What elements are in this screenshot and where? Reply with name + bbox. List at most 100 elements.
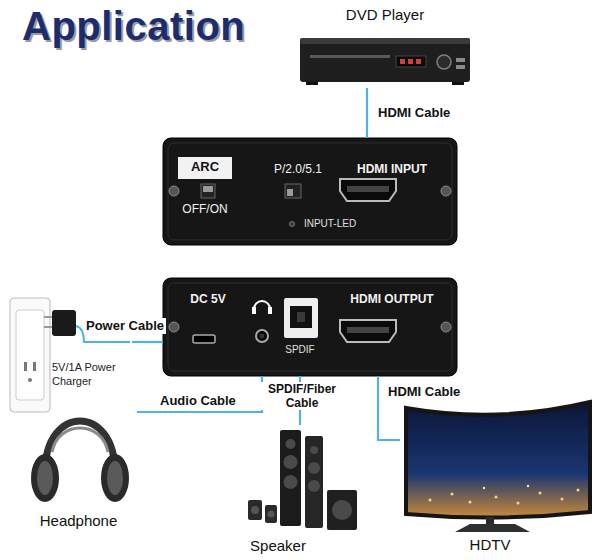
micro-usb-port — [193, 335, 215, 343]
cable-label: SPDIF/Fiber Cable — [258, 382, 346, 410]
dvd-player: DVD Player — [300, 6, 472, 88]
display-digit — [416, 59, 421, 64]
panel-body — [163, 138, 457, 245]
device-label: DVD Player — [300, 6, 470, 24]
speaker-drawing — [248, 430, 357, 530]
city-light — [495, 496, 498, 499]
city-light — [429, 499, 432, 502]
satellite-speaker — [248, 500, 262, 520]
cable-line — [132, 341, 163, 343]
audio-jack — [256, 330, 268, 342]
hdmi-pins — [347, 327, 389, 333]
dvd-button — [456, 65, 465, 69]
dvd-display — [396, 56, 426, 67]
driver — [286, 439, 296, 449]
city-light — [561, 498, 564, 501]
screw — [441, 322, 451, 332]
hdmi-output-panel: DC 5V SPDIF HDMI OUTPUT — [163, 278, 457, 376]
hdmi-port — [340, 179, 396, 201]
input-led — [290, 222, 295, 227]
ear-cup — [101, 454, 129, 502]
driver — [310, 446, 318, 454]
ear-cup — [31, 454, 59, 502]
dvd-knob — [437, 55, 451, 69]
port-label: DC 5V — [173, 291, 243, 307]
led-label: INPUT-LED — [275, 218, 385, 230]
port-label: SPDIF — [269, 344, 331, 356]
ear-grill — [107, 461, 123, 495]
slide-switch — [285, 184, 301, 198]
city-light — [483, 487, 485, 489]
screw — [169, 322, 179, 332]
dvd-player-drawing — [300, 38, 470, 85]
city-light — [527, 485, 529, 487]
city-light — [577, 489, 580, 492]
driver — [251, 506, 259, 514]
driver — [284, 455, 298, 469]
diagram-title: Application — [22, 2, 245, 50]
spdif-port — [284, 298, 318, 338]
input-panel-drawing — [163, 138, 457, 245]
cable-label: Power Cable — [84, 318, 166, 334]
cable-line — [137, 376, 262, 412]
device-label: 5V/1A Power Charger — [52, 360, 130, 388]
port-label: HDMI OUTPUT — [333, 291, 451, 307]
display-digit — [408, 59, 413, 64]
driver — [308, 462, 320, 474]
port-label: HDMI INPUT — [335, 161, 449, 177]
arc-sticker — [178, 157, 232, 179]
switch-knob — [203, 186, 213, 192]
cable-label: HDMI Cable — [386, 384, 462, 400]
subwoofer — [327, 490, 357, 530]
tower-speaker — [280, 430, 301, 526]
device-label: HDTV — [440, 536, 540, 554]
headphone-icon — [268, 307, 272, 314]
city-light — [539, 492, 542, 495]
socket-slot — [33, 362, 36, 371]
driver — [332, 500, 352, 520]
spdif-core — [297, 312, 305, 322]
wall-outlet — [10, 298, 50, 412]
cable-label: HDMI Cable — [376, 105, 452, 121]
socket-ground — [28, 378, 32, 382]
panel-edge — [168, 143, 452, 240]
charger-drawing — [10, 298, 130, 412]
plug-prong — [44, 326, 52, 328]
city-light — [517, 502, 520, 505]
switch-label: ARC — [178, 159, 232, 175]
charger-block — [52, 310, 76, 336]
device-label: Speaker — [238, 537, 318, 555]
headphone: Headphone — [22, 400, 137, 534]
dvd-body — [300, 38, 470, 82]
disc-slot — [310, 55, 390, 58]
output-panel-drawing — [163, 278, 457, 376]
cable-line — [366, 88, 368, 138]
headphone-icon — [254, 301, 270, 309]
hdmi-pins — [347, 186, 389, 192]
dvd-foot — [306, 82, 318, 85]
driver — [308, 480, 320, 492]
outlet-plate — [16, 310, 44, 400]
headphone-drawing — [31, 421, 129, 502]
driver — [284, 475, 298, 489]
audio-jack-hole — [260, 334, 265, 339]
speaker: Speaker — [238, 425, 368, 558]
switch-knob — [287, 189, 293, 196]
tv-stand — [455, 524, 530, 532]
screw — [169, 186, 179, 196]
headband-pad — [52, 428, 108, 452]
dvd-button — [456, 58, 465, 62]
dvd-foot — [452, 82, 464, 85]
city-light — [451, 493, 454, 496]
panel-edge — [168, 283, 452, 371]
driver — [268, 511, 275, 518]
hdmi-port — [340, 320, 396, 342]
ear-grill — [37, 461, 53, 495]
screw — [441, 186, 451, 196]
tower-speaker — [305, 436, 323, 528]
headphone-icon — [252, 307, 256, 314]
display-digit — [400, 59, 405, 64]
hdmi-input-panel: ARCOFF/ONP/2.0/5.1HDMI INPUTINPUT-LED — [163, 138, 457, 245]
